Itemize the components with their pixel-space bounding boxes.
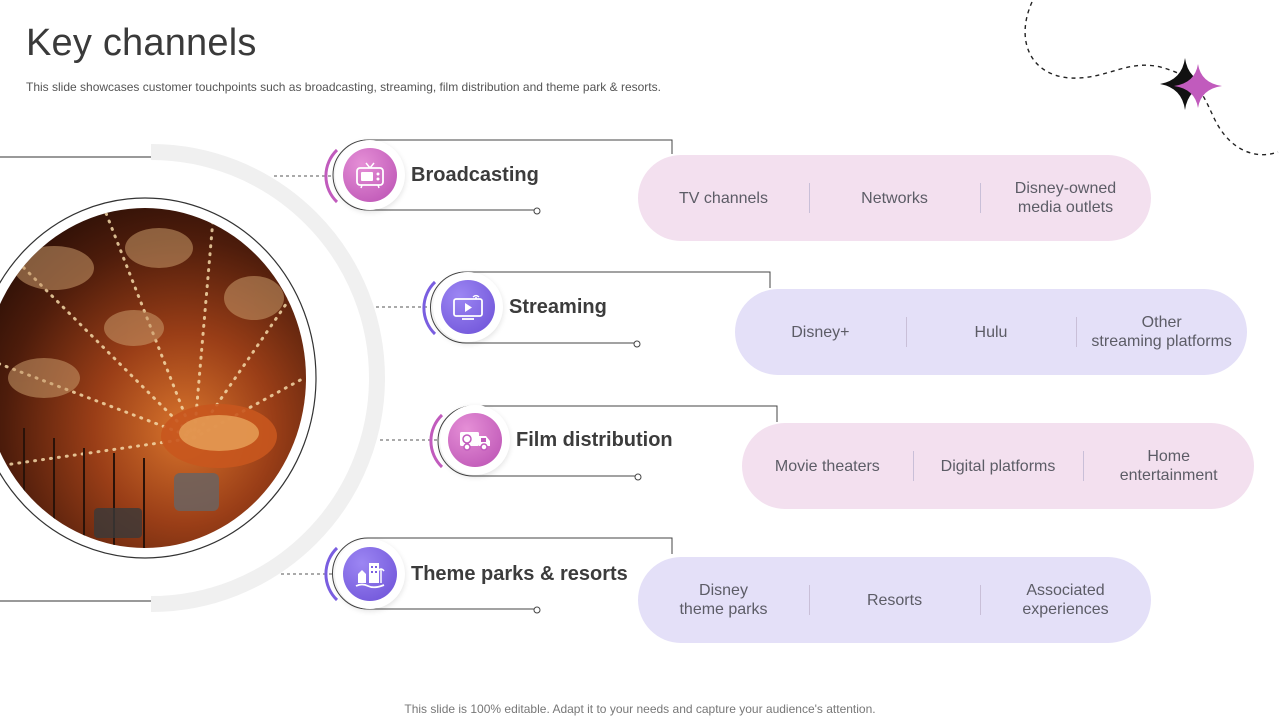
streaming-node xyxy=(433,272,503,342)
photo-outline xyxy=(0,197,317,559)
page-subtitle: This slide showcases customer touchpoint… xyxy=(26,80,661,94)
list-item: Home entertainment xyxy=(1083,447,1254,485)
list-item: Other streaming platforms xyxy=(1076,313,1247,351)
list-item: Disney theme parks xyxy=(679,582,768,618)
theme-parks-node xyxy=(335,539,405,609)
channel-label-theme-parks: Theme parks & resorts xyxy=(411,563,628,585)
delivery-truck-icon xyxy=(448,413,502,467)
list-item: TV channels xyxy=(679,189,768,207)
broadcasting-node xyxy=(335,140,405,210)
streaming-pill: Disney+ Hulu Other streaming platforms xyxy=(735,289,1247,375)
list-item: Digital platforms xyxy=(912,451,1084,481)
film-distribution-node xyxy=(440,405,510,475)
list-item: Disney+ xyxy=(791,323,850,341)
list-item: Movie theaters xyxy=(774,457,880,475)
decorative-dashed-curve xyxy=(1024,1,1279,156)
channel-label-broadcasting: Broadcasting xyxy=(411,164,539,186)
list-item: Associated experiences xyxy=(980,581,1151,619)
film-distribution-pill: Movie theaters Digital platforms Home en… xyxy=(742,423,1254,509)
broadcasting-pill: TV channels Networks Disney-owned media … xyxy=(638,155,1151,241)
list-item: Resorts xyxy=(809,585,980,615)
footer-note: This slide is 100% editable. Adapt it to… xyxy=(404,702,876,716)
theme-parks-pill: Disney theme parks Resorts Associated ex… xyxy=(638,557,1151,643)
tv-icon xyxy=(343,148,397,202)
sparkle-icon xyxy=(1160,58,1222,110)
list-item: Hulu xyxy=(905,317,1077,347)
streaming-monitor-icon xyxy=(441,280,495,334)
list-item: Disney-owned media outlets xyxy=(980,179,1151,217)
background-arc xyxy=(150,144,385,612)
channel-label-streaming: Streaming xyxy=(509,296,607,318)
carousel-photo xyxy=(0,208,306,548)
page-title: Key channels xyxy=(26,22,257,64)
channel-label-film-distribution: Film distribution xyxy=(516,429,673,451)
castle-resort-icon xyxy=(343,547,397,601)
list-item: Networks xyxy=(809,183,980,213)
